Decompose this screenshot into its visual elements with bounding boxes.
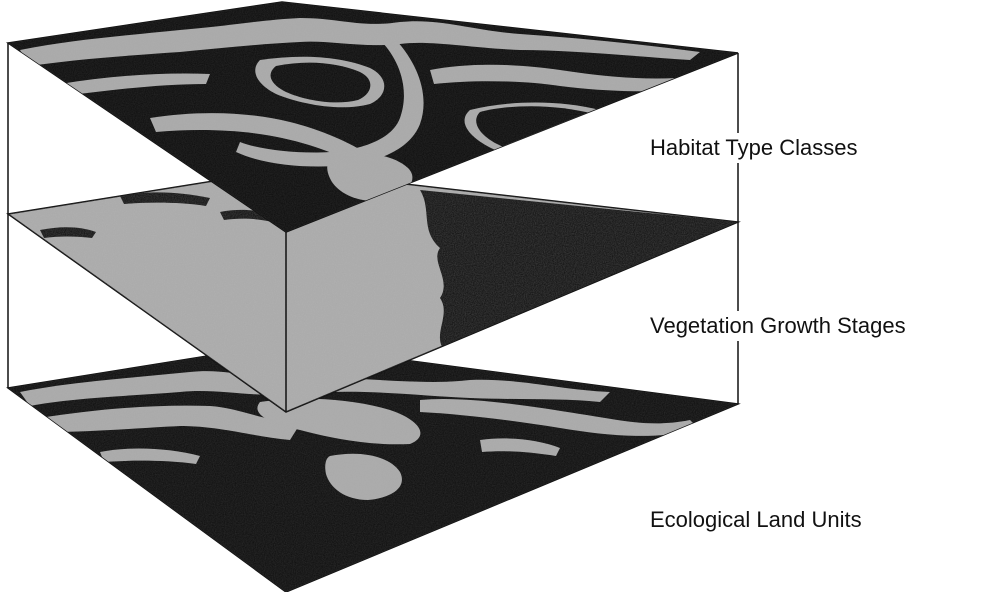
layer-ecological-land-units xyxy=(8,344,738,592)
layer-label-habitat-type-classes: Habitat Type Classes xyxy=(650,133,857,163)
layer-bottom-texture xyxy=(8,344,738,592)
layer-label-vegetation-growth-stages: Vegetation Growth Stages xyxy=(650,311,906,341)
layer-label-ecological-land-units: Ecological Land Units xyxy=(650,505,862,535)
